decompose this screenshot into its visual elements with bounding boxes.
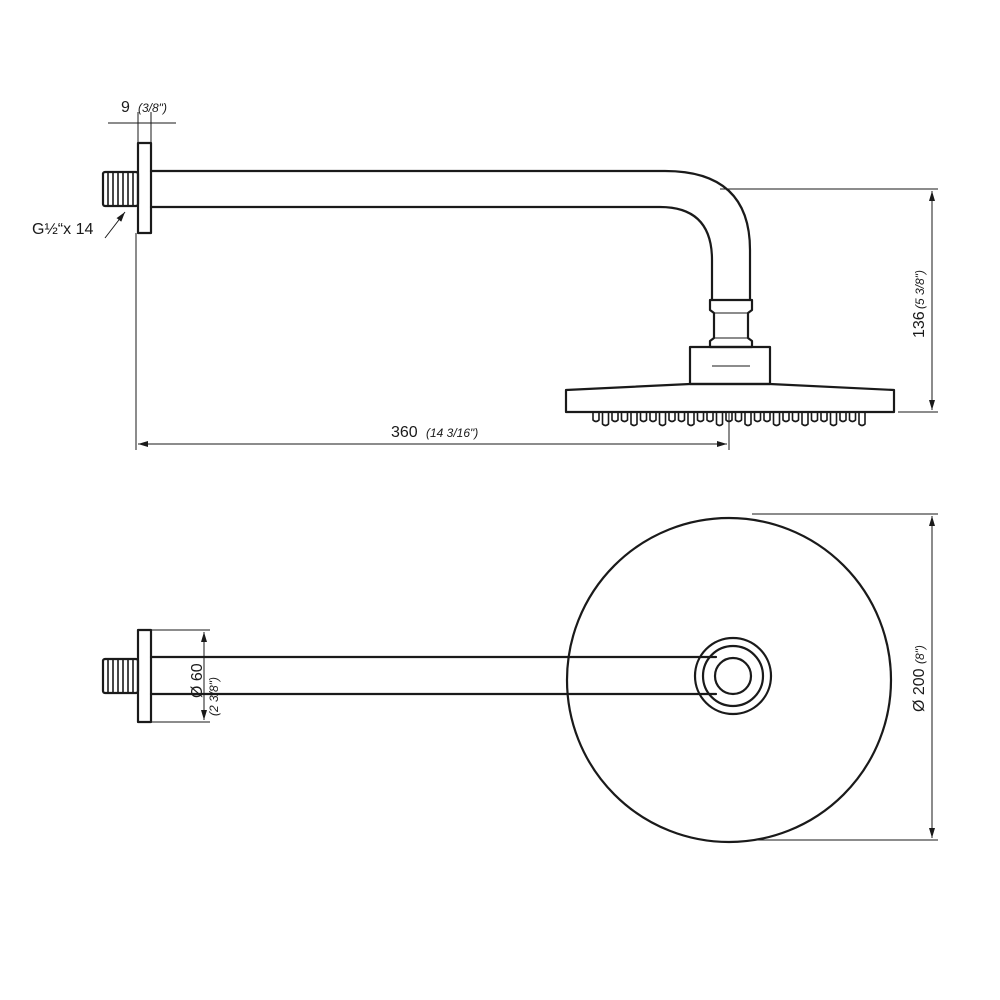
dim-136-imperial: (5 3/8"): [913, 270, 927, 309]
shower-arm-side: [149, 169, 752, 302]
threaded-connector-side: [101, 170, 140, 208]
side-view: [101, 141, 896, 427]
nozzle: [734, 411, 743, 423]
nozzle: [753, 411, 762, 423]
shower-head-top: [565, 516, 893, 844]
nozzle: [668, 411, 676, 423]
hub-outer-top: [693, 636, 773, 716]
wall-flange-top: [136, 628, 153, 724]
nozzle: [658, 411, 667, 427]
nozzle: [801, 411, 809, 427]
nozzle: [858, 411, 866, 427]
dim-drop-height: 136 (5 3/8"): [720, 188, 938, 413]
top-view: [101, 516, 893, 844]
dim-thread: G½“x 14: [32, 211, 126, 239]
nozzle: [772, 411, 781, 427]
nozzle: [696, 411, 705, 423]
nozzles: [592, 411, 866, 427]
nozzle: [630, 411, 638, 427]
dim-136-value: 136: [911, 311, 928, 338]
nozzle: [810, 411, 819, 423]
nozzle: [848, 411, 857, 423]
nozzle: [706, 411, 714, 423]
hub-ring-top: [701, 644, 765, 708]
threaded-connector-top: [101, 657, 140, 695]
nozzle: [839, 411, 847, 423]
nozzle: [620, 411, 629, 423]
nozzle: [592, 411, 600, 423]
nozzle: [744, 411, 752, 427]
nozzle: [715, 411, 724, 427]
nozzle: [791, 411, 800, 423]
dim-200-value: Ø 200: [911, 668, 928, 712]
nozzle: [782, 411, 790, 423]
nozzle: [687, 411, 695, 427]
nozzle: [677, 411, 686, 423]
nozzle: [820, 411, 828, 423]
dim-head-diameter: Ø 200 (8"): [752, 513, 938, 841]
dim-360-value: 360: [391, 424, 418, 441]
dim-200-imperial: (8"): [913, 645, 927, 664]
dim-9-imperial: (3/8"): [138, 101, 167, 115]
wall-flange-side: [136, 141, 153, 235]
dim-arm-length: 360 (14 3/16"): [135, 233, 730, 450]
dim-60-value: Ø 60: [189, 663, 206, 698]
shower-arm-top: [149, 655, 718, 696]
dim-360-imperial: (14 3/16"): [426, 426, 478, 440]
dim-9-value: 9: [121, 99, 130, 116]
shower-head-side: [564, 382, 896, 414]
hub-inner-top: [713, 656, 753, 696]
dim-flange-diameter: Ø 60 (2 3/8"): [151, 629, 221, 723]
nozzle: [763, 411, 771, 423]
thread-label: G½“x 14: [32, 221, 93, 238]
dim-flange-thickness: 9 (3/8"): [108, 99, 176, 143]
nozzle: [829, 411, 838, 427]
nozzle: [639, 411, 648, 423]
nozzle: [649, 411, 657, 423]
dim-60-imperial: (2 3/8"): [207, 677, 221, 716]
arm-joint: [708, 298, 754, 349]
nozzle: [601, 411, 610, 427]
nozzle: [611, 411, 619, 423]
